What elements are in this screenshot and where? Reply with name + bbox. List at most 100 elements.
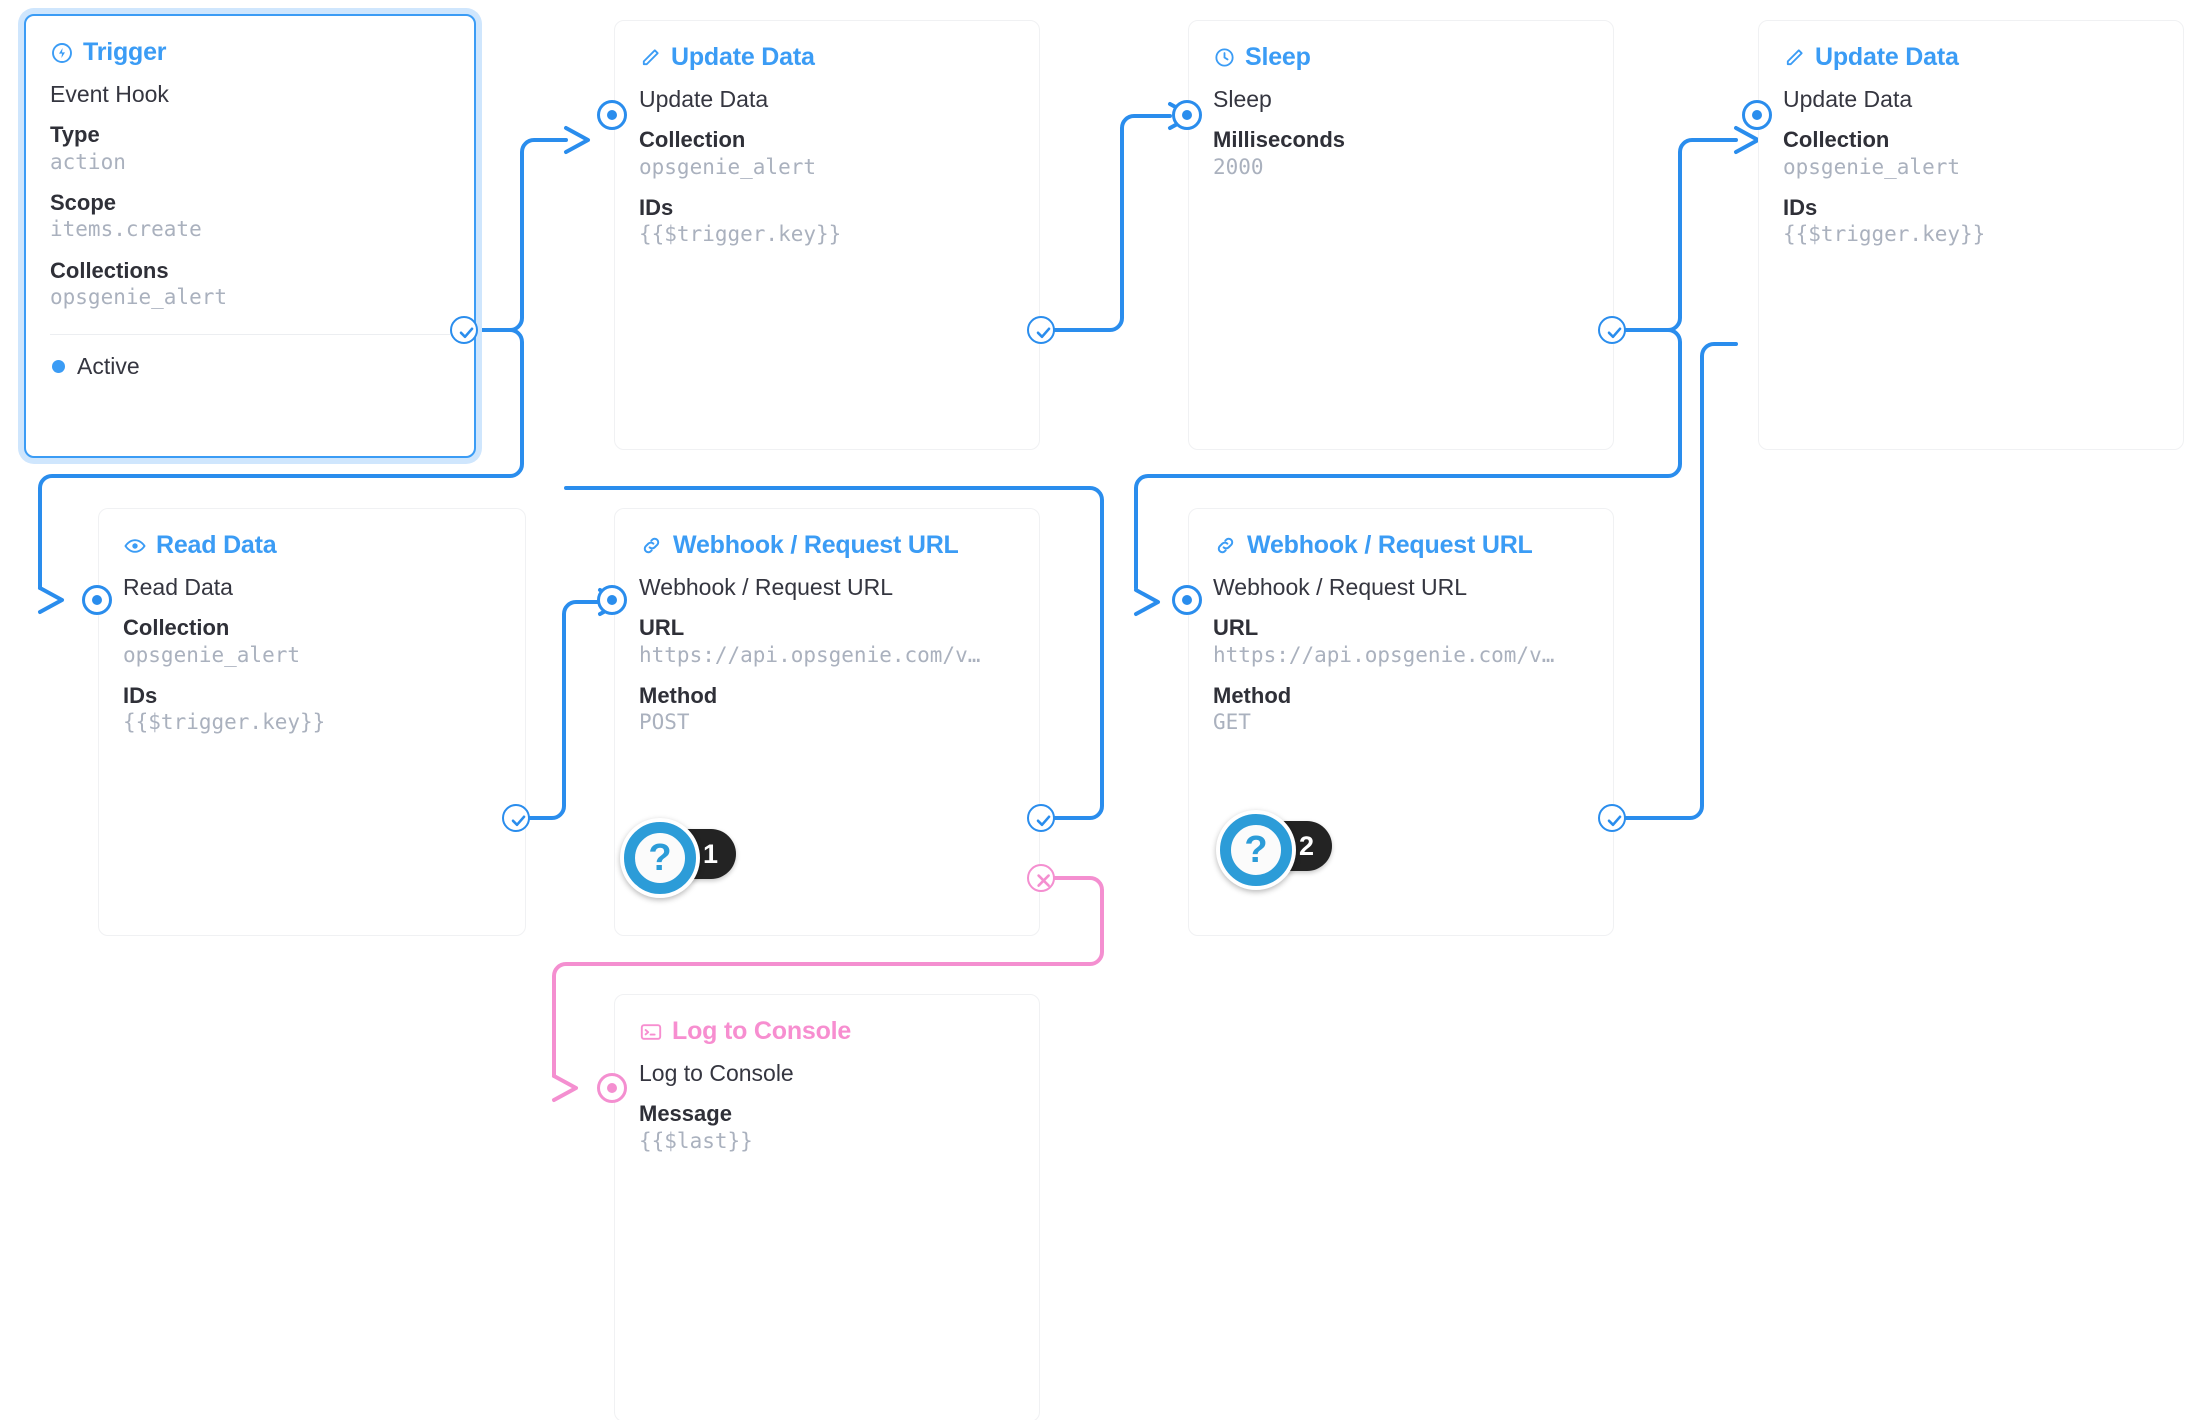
read-data-resolve-port[interactable]	[502, 804, 530, 832]
update-data-1-header: Update Data	[615, 21, 1039, 72]
webhook-post-field-method: Method POST	[639, 682, 1015, 737]
update-data-2-header: Update Data	[1759, 21, 2183, 72]
update-data-1-resolve-port[interactable]	[1027, 316, 1055, 344]
read-data-op-name: Read Data	[123, 574, 233, 600]
sleep-field-milliseconds: Milliseconds 2000	[1213, 126, 1589, 181]
trigger-field-type: Type action	[50, 121, 450, 176]
node-update-data-1[interactable]: Update Data Update Data Collection opsge…	[614, 20, 1040, 450]
field-value: opsgenie_alert	[123, 642, 301, 667]
update-data-1-field-ids: IDs {{$trigger.key}}	[639, 194, 1015, 249]
field-value: {{$trigger.key}}	[123, 710, 326, 735]
trigger-header: Trigger	[26, 16, 474, 67]
update-data-1-op-name: Update Data	[639, 86, 769, 112]
read-data-field-collection: Collection opsgenie_alert	[123, 614, 501, 669]
question-mark-icon[interactable]: ?	[620, 818, 700, 898]
field-value: https://api.opsgenie.com/v…	[639, 642, 981, 667]
update-data-1-input-port[interactable]	[597, 100, 627, 130]
sleep-resolve-port[interactable]	[1598, 316, 1626, 344]
node-sleep[interactable]: Sleep Sleep Milliseconds 2000	[1188, 20, 1614, 450]
node-log-to-console[interactable]: Log to Console Log to Console Message {{…	[614, 994, 1040, 1420]
sleep-header-label: Sleep	[1245, 43, 1311, 71]
question-glyph: ?	[1244, 829, 1268, 871]
field-value: GET	[1213, 710, 1251, 735]
field-label: Collection	[1783, 127, 1890, 153]
field-value: {{$trigger.key}}	[1783, 222, 1986, 247]
update-data-2-op-name: Update Data	[1783, 86, 1913, 112]
help-marker-2[interactable]: 2 ?	[1216, 810, 1332, 890]
field-value: {{$trigger.key}}	[639, 222, 842, 247]
update-data-1-field-collection: Collection opsgenie_alert	[639, 126, 1015, 181]
sleep-op-name: Sleep	[1213, 86, 1272, 112]
status-dot-icon	[52, 359, 65, 373]
pencil-icon	[639, 46, 662, 69]
field-label: Type	[50, 122, 100, 148]
webhook-get-op-name: Webhook / Request URL	[1213, 574, 1467, 600]
field-label: URL	[639, 615, 685, 641]
help-marker-1[interactable]: 1 ?	[620, 818, 736, 898]
webhook-post-resolve-port[interactable]	[1027, 804, 1055, 832]
trigger-header-label: Trigger	[83, 38, 167, 66]
field-label: Scope	[50, 189, 117, 215]
console-icon	[639, 1020, 663, 1044]
trigger-status: Active	[26, 335, 474, 380]
trigger-field-scope: Scope items.create	[50, 189, 450, 244]
status-label: Active	[77, 352, 140, 379]
read-data-header-label: Read Data	[156, 531, 277, 559]
update-data-2-input-port[interactable]	[1742, 100, 1772, 130]
read-data-header: Read Data	[99, 509, 525, 560]
trigger-resolve-port[interactable]	[450, 316, 478, 344]
update-data-2-header-label: Update Data	[1815, 43, 1959, 71]
webhook-get-resolve-port[interactable]	[1598, 804, 1626, 832]
lightning-circle-icon	[50, 41, 74, 65]
trigger-field-collections: Collections opsgenie_alert	[50, 257, 450, 312]
webhook-get-field-method: Method GET	[1213, 682, 1589, 737]
webhook-post-header-label: Webhook / Request URL	[673, 531, 959, 559]
webhook-post-reject-port[interactable]	[1027, 864, 1055, 892]
help-marker-1-number: 1	[702, 838, 718, 869]
field-label: IDs	[639, 194, 674, 220]
field-value: POST	[639, 710, 690, 735]
field-label: Collection	[639, 127, 746, 153]
trigger-op-name: Event Hook	[50, 81, 169, 107]
field-value: {{$last}}	[639, 1128, 753, 1153]
field-label: IDs	[1783, 194, 1818, 220]
question-glyph: ?	[648, 837, 672, 879]
node-read-data[interactable]: Read Data Read Data Collection opsgenie_…	[98, 508, 526, 936]
log-to-console-header-label: Log to Console	[672, 1017, 852, 1045]
webhook-post-input-port[interactable]	[597, 585, 627, 615]
node-update-data-2[interactable]: Update Data Update Data Collection opsge…	[1758, 20, 2184, 450]
read-data-field-ids: IDs {{$trigger.key}}	[123, 682, 501, 737]
log-to-console-field-message: Message {{$last}}	[639, 1100, 1015, 1155]
sleep-input-port[interactable]	[1172, 100, 1202, 130]
read-data-input-port[interactable]	[82, 585, 112, 615]
field-value: action	[50, 149, 126, 174]
link-icon	[639, 533, 664, 558]
field-label: Collections	[50, 257, 169, 283]
log-to-console-input-port[interactable]	[597, 1073, 627, 1103]
field-value: opsgenie_alert	[50, 285, 228, 310]
node-trigger[interactable]: Trigger Event Hook Type action Scope ite…	[24, 14, 476, 458]
field-value: items.create	[50, 217, 202, 242]
field-value: https://api.opsgenie.com/v…	[1213, 642, 1555, 667]
field-label: URL	[1213, 615, 1259, 641]
log-to-console-header: Log to Console	[615, 995, 1039, 1046]
help-marker-2-number: 2	[1298, 830, 1314, 861]
webhook-get-header-label: Webhook / Request URL	[1247, 531, 1533, 559]
field-label: Message	[639, 1101, 732, 1127]
field-value: opsgenie_alert	[639, 154, 817, 179]
field-label: IDs	[123, 682, 158, 708]
update-data-1-header-label: Update Data	[671, 43, 815, 71]
webhook-get-input-port[interactable]	[1172, 585, 1202, 615]
clock-icon	[1213, 46, 1236, 69]
webhook-post-op-name: Webhook / Request URL	[639, 574, 893, 600]
question-mark-icon[interactable]: ?	[1216, 810, 1296, 890]
webhook-get-header: Webhook / Request URL	[1189, 509, 1613, 560]
field-label: Method	[639, 682, 718, 708]
log-to-console-op-name: Log to Console	[639, 1060, 794, 1086]
field-label: Method	[1213, 682, 1292, 708]
webhook-get-field-url: URL https://api.opsgenie.com/v…	[1213, 614, 1589, 669]
field-label: Collection	[123, 615, 230, 641]
update-data-2-field-collection: Collection opsgenie_alert	[1783, 126, 2159, 181]
field-value: opsgenie_alert	[1783, 154, 1961, 179]
